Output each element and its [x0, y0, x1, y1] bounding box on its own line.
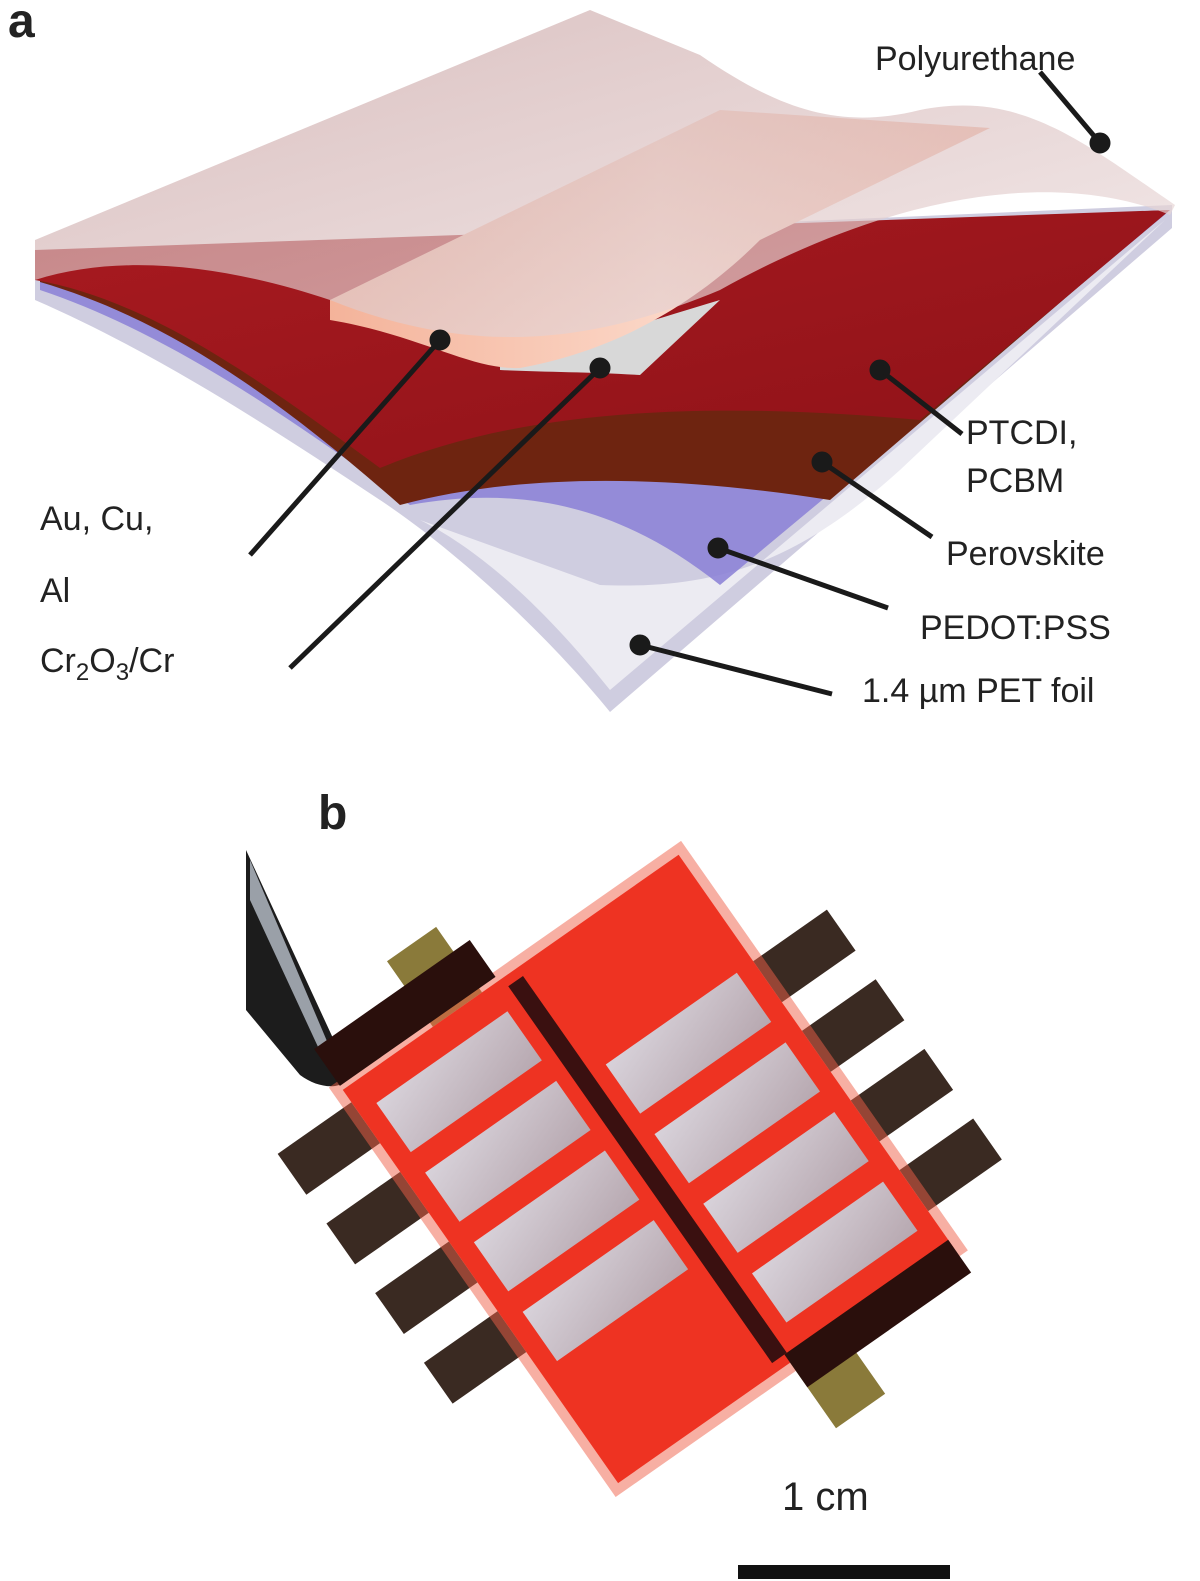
- chrome-leader: [288, 366, 602, 670]
- chrome-text-2: O: [89, 642, 116, 680]
- scale-bar: [738, 1565, 950, 1579]
- label-metal: Au, Cu,: [40, 500, 154, 538]
- leader-lines: [248, 70, 1111, 697]
- ptcdi-leader: [878, 368, 964, 436]
- pet-leader: [639, 642, 833, 697]
- perovskite-dot: [811, 451, 833, 473]
- chrome-text-3: /Cr: [129, 642, 175, 680]
- label-al: Al: [40, 572, 71, 610]
- label-perovskite: Perovskite: [946, 535, 1105, 573]
- label-pedot: PEDOT:PSS: [920, 609, 1111, 647]
- pedot-dot: [707, 537, 729, 559]
- chrome-text-1: Cr: [40, 642, 76, 680]
- cell-pixels: [376, 972, 918, 1362]
- panel-label-b: b: [318, 787, 348, 840]
- center-line: [508, 975, 787, 1364]
- metal-dot: [429, 329, 451, 351]
- panel-label-a: a: [8, 0, 35, 48]
- polyurethane-leader: [1038, 70, 1102, 145]
- dark-edge-bottom: [784, 1239, 972, 1388]
- pet-dot: [629, 634, 651, 656]
- tweezer: [246, 850, 350, 1087]
- polyurethane-dot: [1089, 132, 1111, 154]
- device-photo: [246, 840, 1002, 1498]
- label-pet: 1.4 µm PET foil: [862, 672, 1095, 710]
- contact-tabs: [277, 909, 1002, 1429]
- chrome-sub-2: 3: [115, 659, 130, 686]
- perovskite-leader: [820, 459, 934, 540]
- label-ptcdi: PTCDI,: [966, 414, 1078, 452]
- layer-stack: [35, 10, 1175, 712]
- metal-leader: [248, 338, 442, 557]
- pedot-leader: [717, 545, 889, 611]
- chrome-dot: [589, 357, 611, 379]
- ptcdi-dot: [869, 359, 891, 381]
- label-pcbm: PCBM: [966, 462, 1065, 500]
- label-chrome: Cr2O3/Cr: [40, 642, 175, 685]
- chrome-sub-1: 2: [75, 659, 90, 686]
- label-polyurethane: Polyurethane: [875, 40, 1076, 78]
- scale-bar-label: 1 cm: [782, 1475, 869, 1519]
- polyurethane-layer: [35, 10, 1175, 338]
- tweezer-highlight: [250, 860, 335, 1062]
- dark-edge-top: [314, 939, 496, 1086]
